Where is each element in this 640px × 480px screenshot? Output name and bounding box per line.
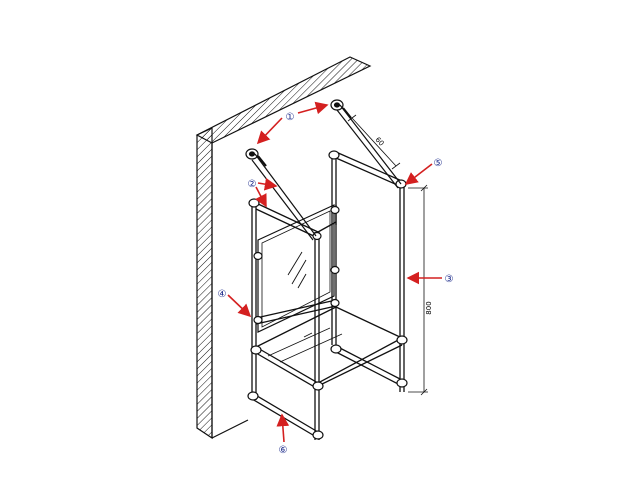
callout-arrows bbox=[227, 101, 442, 443]
front-left-post bbox=[251, 200, 257, 400]
connectors bbox=[245, 99, 408, 440]
wall bbox=[195, 56, 372, 440]
callout-labels: ① ② ③ ④ ⑤ ⑥ bbox=[218, 112, 454, 456]
arrow-6 bbox=[276, 413, 290, 443]
arrow-2-lower bbox=[255, 186, 267, 208]
arrow-2-upper bbox=[257, 177, 278, 191]
back-center-post bbox=[331, 155, 337, 345]
callout-1: ① bbox=[286, 112, 295, 123]
top-right-rail bbox=[335, 151, 403, 188]
bottom-shelf bbox=[255, 306, 403, 390]
dimension-lines bbox=[347, 114, 428, 396]
callout-2: ② bbox=[248, 179, 257, 190]
arrow-1-left bbox=[256, 117, 283, 145]
support-braces bbox=[251, 104, 402, 241]
glass-panel bbox=[257, 204, 335, 333]
arrow-4 bbox=[227, 294, 252, 318]
front-center-post bbox=[314, 232, 320, 440]
arrow-5 bbox=[404, 163, 433, 185]
callout-5: ⑤ bbox=[434, 158, 443, 169]
callout-3: ③ bbox=[445, 274, 454, 285]
arrow-1-right bbox=[297, 101, 329, 115]
shelf-frame bbox=[251, 151, 405, 440]
bottom-rail bbox=[251, 392, 319, 439]
mid-shelf-left bbox=[255, 299, 337, 325]
callout-6: ⑥ bbox=[279, 445, 288, 456]
height-dimension-label: 800 bbox=[425, 301, 433, 314]
callout-4: ④ bbox=[218, 289, 227, 300]
right-post bbox=[399, 185, 405, 392]
brace-dimension-label: 60 bbox=[374, 136, 386, 148]
top-left-rail bbox=[255, 202, 319, 239]
